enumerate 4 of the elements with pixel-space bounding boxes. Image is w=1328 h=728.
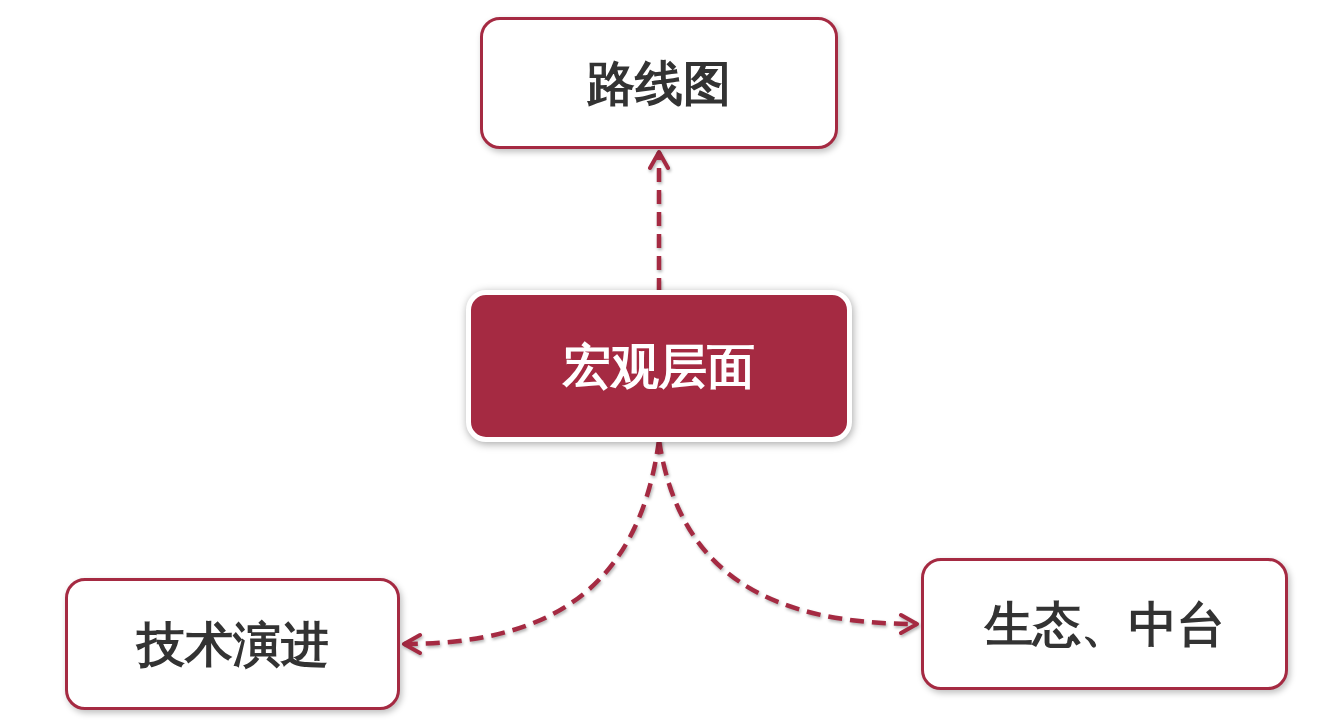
topic-box: 路线图 <box>480 17 838 149</box>
topic-box: 技术演进 <box>65 578 400 710</box>
dashed-arrow <box>648 150 670 292</box>
topic-box: 生态、中台 <box>921 558 1288 690</box>
